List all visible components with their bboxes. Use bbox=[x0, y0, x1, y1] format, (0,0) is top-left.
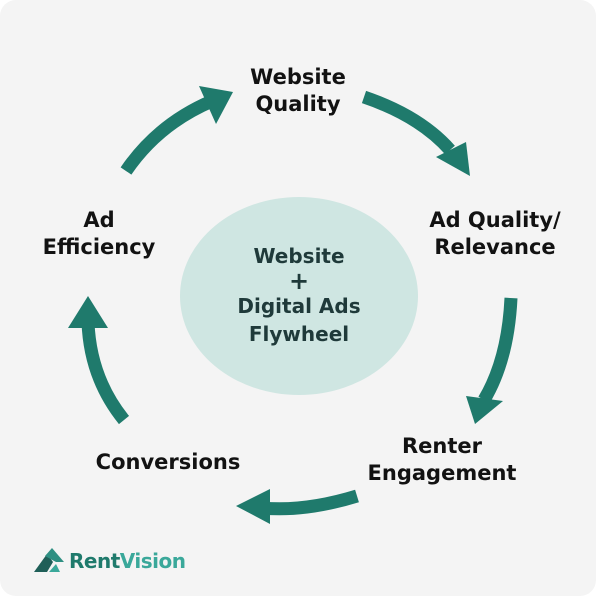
hub-line-1: Website bbox=[253, 244, 345, 268]
node-label: Quality bbox=[255, 92, 341, 116]
node-label: Ad Quality/ bbox=[429, 208, 561, 232]
node-label: Website bbox=[250, 65, 346, 89]
hub-line-3: Flywheel bbox=[248, 322, 350, 346]
brand-part-1: Rent bbox=[69, 549, 120, 573]
node-label: Conversions bbox=[95, 450, 241, 474]
node-label: Ad bbox=[83, 208, 115, 232]
brand-part-2: Vision bbox=[119, 549, 186, 573]
arrowhead-icon bbox=[436, 142, 470, 176]
node-website-quality: Website Quality bbox=[230, 64, 366, 118]
arrowhead-icon bbox=[236, 489, 270, 524]
hub-line-2: Digital Ads bbox=[237, 294, 361, 318]
cycle-arrow-icon bbox=[120, 95, 215, 175]
flywheel-hub-circle bbox=[180, 197, 418, 395]
cycle-arrow-icon bbox=[478, 297, 518, 404]
node-conversions: Conversions bbox=[88, 449, 248, 476]
rentvision-logo-icon bbox=[34, 548, 64, 572]
node-ad-quality-relevance: Ad Quality/ Relevance bbox=[420, 207, 570, 261]
flywheel-hub-label: Website + Digital Ads Flywheel bbox=[180, 242, 418, 348]
cycle-arrow-icon bbox=[361, 90, 455, 155]
node-label: Relevance bbox=[434, 235, 556, 259]
arrowhead-icon bbox=[466, 396, 503, 424]
cycle-arrow-icon bbox=[261, 489, 359, 516]
hub-plus: + bbox=[288, 267, 310, 295]
node-label: Engagement bbox=[367, 461, 517, 485]
brand-logo: RentVision bbox=[34, 546, 186, 576]
arrowhead-icon bbox=[68, 296, 108, 328]
node-ad-efficiency: Ad Efficiency bbox=[36, 207, 162, 261]
node-renter-engagement: Renter Engagement bbox=[360, 433, 524, 487]
node-label: Renter bbox=[401, 434, 482, 458]
arrowhead-icon bbox=[199, 86, 233, 124]
brand-wordmark: RentVision bbox=[69, 549, 186, 573]
cycle-arrow-icon bbox=[81, 321, 130, 425]
node-label: Efficiency bbox=[42, 235, 156, 259]
